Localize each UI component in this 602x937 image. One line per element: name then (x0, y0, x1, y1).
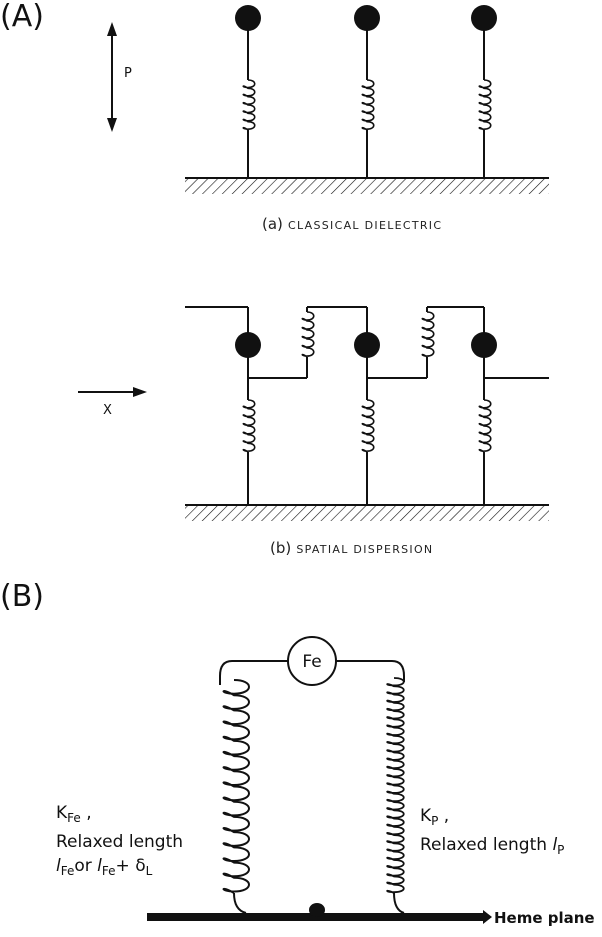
p-label: P (124, 66, 132, 81)
left-plus-delta: + δ (115, 856, 146, 876)
right-relaxed-prefix: Relaxed length (420, 835, 553, 855)
caption-a-paren: (a) (262, 215, 283, 233)
spring-coil (361, 399, 375, 453)
spring-coil (301, 311, 315, 358)
p-double-arrow (107, 22, 117, 132)
right-relaxed-line: Relaxed length lP (420, 833, 564, 862)
spring-coil (222, 679, 250, 894)
caption-a-text: Classical dielectric (288, 219, 443, 232)
spring-foot-left (233, 892, 247, 914)
heme-center-bump (309, 903, 325, 917)
fe-link-right (336, 660, 405, 682)
ground-hatch-b (185, 505, 549, 521)
charge-ball (471, 5, 497, 31)
spring-coil (242, 399, 256, 453)
fe-link-left (219, 660, 288, 685)
oscillator-group-a (242, 30, 492, 178)
charge-ball (354, 332, 380, 358)
right-spring-annotation: KP , Relaxed length lP (420, 804, 564, 862)
left-l1: l (56, 856, 61, 876)
panel-label-a: (A) (0, 0, 44, 34)
heme-plane-label: Heme plane (494, 909, 595, 927)
caption-b-paren: (b) (270, 539, 292, 557)
spatial-dispersion-diagram: X (78, 306, 549, 521)
ground-hatch-a (185, 178, 549, 194)
charge-ball (354, 5, 380, 31)
right-k-line: KP , (420, 806, 450, 828)
left-l2: l (97, 856, 102, 876)
left-or: or (74, 856, 92, 876)
spring-coil (361, 79, 375, 131)
right-k: K (420, 806, 432, 826)
charge-ball (471, 332, 497, 358)
charge-ball (235, 332, 261, 358)
spring-coil (478, 79, 492, 131)
right-l-sub: P (557, 843, 565, 857)
x-arrow (78, 387, 147, 397)
spring-coil (242, 79, 256, 131)
spring-coil (478, 399, 492, 453)
fe-label: Fe (302, 652, 321, 672)
caption-classical-dielectric: (a) Classical dielectric (262, 214, 442, 233)
left-k-sub: Fe (67, 811, 81, 825)
right-l: l (552, 835, 558, 855)
left-spring-annotation: KFe , Relaxed length lFeor lFe+ δL (56, 801, 183, 883)
spring-foot-right (393, 892, 405, 914)
spring-coil (421, 311, 435, 358)
heme-plane-arrowhead (483, 910, 492, 924)
x-label: X (103, 403, 112, 418)
charge-ball (235, 5, 261, 31)
heme-spring-diagram: Fe Heme plane (147, 636, 595, 927)
panel-label-b: (B) (0, 579, 44, 614)
classical-dielectric-diagram: P (107, 5, 549, 194)
fe-atom-circle (287, 636, 337, 686)
left-k-line: KFe , (56, 803, 92, 825)
oscillator-group-b (185, 306, 549, 505)
left-l2-sub: Fe (101, 864, 116, 878)
spring-group-heme (219, 660, 405, 914)
caption-b-text: Spatial dispersion (296, 543, 434, 556)
left-k: K (56, 803, 68, 823)
left-length-line: lFeor lFe+ δL (56, 854, 183, 883)
left-delta-sub: L (145, 864, 153, 878)
spring-coil (386, 677, 405, 894)
caption-spatial-dispersion: (b) Spatial dispersion (270, 538, 433, 557)
left-relaxed-line: Relaxed length (56, 832, 184, 852)
left-l1-sub: Fe (60, 864, 75, 878)
heme-plane-bar (147, 913, 483, 921)
right-k-sub: P (431, 814, 439, 828)
